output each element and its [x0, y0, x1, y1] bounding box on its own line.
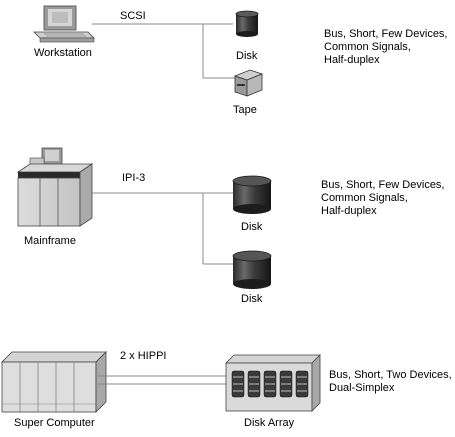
- supercomputer-icon: [1, 351, 107, 413]
- host-label-workstation: Workstation: [34, 47, 92, 59]
- description-line: Dual-Simplex: [329, 382, 395, 394]
- hippi-cables: [96, 375, 226, 385]
- disk-array-icon: [225, 354, 321, 412]
- description-line: Common Signals,: [321, 192, 408, 204]
- description-line: Bus, Short, Few Devices,: [321, 179, 445, 191]
- host-label-mainframe: Mainframe: [24, 235, 76, 247]
- workstation-icon: [33, 5, 95, 43]
- row1-description: Bus, Short, Few Devices, Common Signals,…: [324, 28, 448, 67]
- interface-label-hippi: 2 x HIPPI: [120, 350, 167, 362]
- row2-description: Bus, Short, Few Devices, Common Signals,…: [321, 179, 445, 218]
- scsi-cable: [92, 23, 235, 79]
- device-label-tape: Tape: [233, 104, 257, 116]
- disk-icon: [232, 175, 272, 214]
- disk-icon: [232, 250, 272, 289]
- description-line: Bus, Short, Few Devices,: [324, 28, 448, 40]
- device-label-disk-array: Disk Array: [244, 417, 295, 429]
- device-label-disk: Disk: [241, 221, 263, 233]
- description-line: Common Signals,: [324, 41, 411, 53]
- host-label-super-computer: Super Computer: [14, 417, 95, 429]
- mainframe-icon: [16, 147, 94, 227]
- description-line: Half-duplex: [321, 205, 377, 217]
- ipi3-cable: [92, 192, 233, 265]
- description-line: Half-duplex: [324, 54, 380, 66]
- description-line: Bus, Short, Two Devices,: [329, 369, 452, 381]
- disk-icon: [235, 10, 259, 37]
- device-label-disk: Disk: [236, 50, 258, 62]
- tape-drive-icon: [233, 69, 264, 97]
- interface-label-scsi: SCSI: [120, 10, 146, 22]
- row3-description: Bus, Short, Two Devices, Dual-Simplex: [329, 369, 452, 395]
- device-label-disk: Disk: [241, 293, 263, 305]
- interface-label-ipi3: IPI-3: [122, 172, 146, 184]
